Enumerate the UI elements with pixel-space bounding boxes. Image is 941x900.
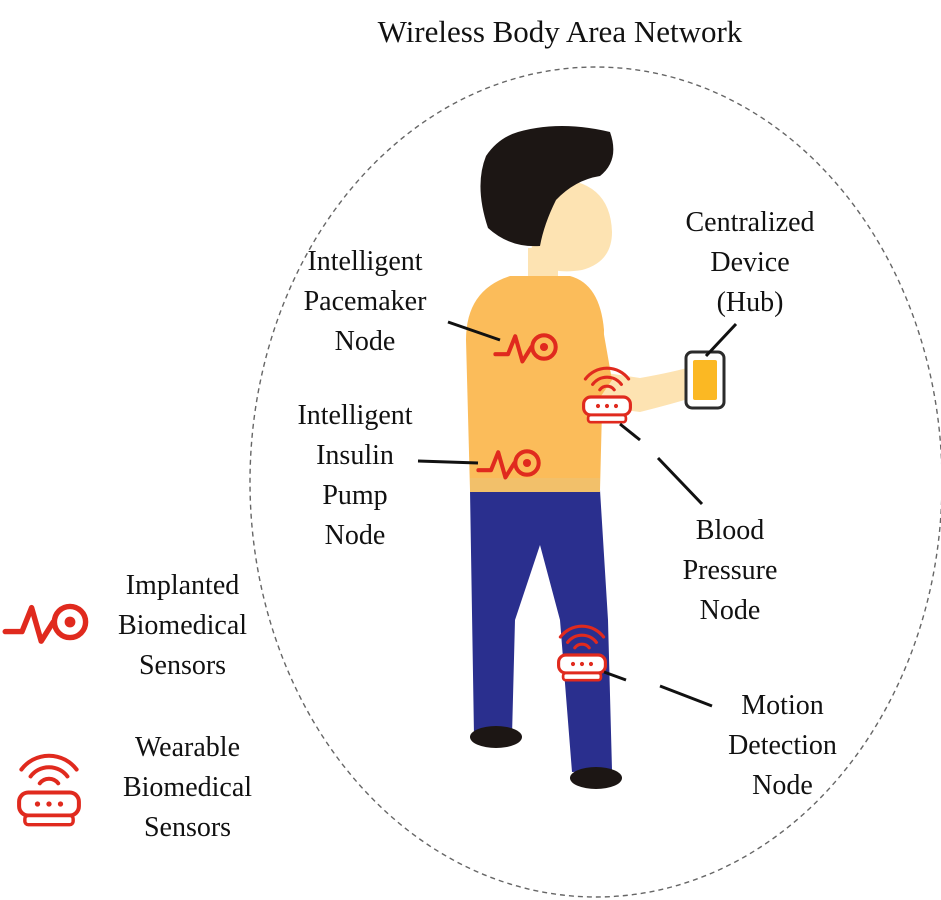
smartphone-icon bbox=[684, 350, 726, 410]
legend-implanted-label: Implanted Biomedical Sensors bbox=[95, 566, 270, 686]
shirt bbox=[466, 276, 604, 490]
hub-leader bbox=[704, 322, 738, 358]
label-line: Biomedical bbox=[122, 772, 253, 803]
legend-wearable-label: Wearable Biomedical Sensors bbox=[100, 728, 275, 848]
label-line: Sensors bbox=[143, 812, 232, 843]
blood-pressure-node-label: Blood Pressure Node bbox=[640, 511, 820, 631]
label-line: Centralized bbox=[685, 207, 815, 238]
hair bbox=[480, 126, 614, 247]
label-line: Intelligent bbox=[297, 400, 413, 431]
belt bbox=[470, 478, 600, 492]
label-line: Implanted bbox=[125, 570, 240, 601]
motion-leader-a bbox=[603, 670, 627, 682]
label-line: Pump bbox=[322, 480, 388, 511]
leader-lines bbox=[417, 320, 738, 708]
hub-label: Centralized Device (Hub) bbox=[655, 203, 845, 323]
bp-leader-b bbox=[656, 456, 704, 506]
label-line: Intelligent bbox=[307, 246, 423, 277]
label-line: Wearable bbox=[135, 732, 240, 763]
label-line: Motion bbox=[741, 690, 824, 721]
label-line: Detection bbox=[728, 730, 837, 761]
motion-detection-node-label: Motion Detection Node bbox=[700, 686, 865, 806]
bp-leader-a bbox=[619, 422, 641, 442]
person-figure bbox=[466, 126, 726, 789]
label-line: Node bbox=[324, 520, 386, 551]
network-boundary-ellipse bbox=[249, 66, 941, 898]
left-shoe bbox=[470, 726, 522, 748]
insulin-leader bbox=[417, 459, 479, 465]
pacemaker-leader bbox=[447, 320, 501, 342]
label-line: Node bbox=[752, 770, 813, 801]
label-line: (Hub) bbox=[716, 287, 784, 318]
label-line: Node bbox=[334, 326, 396, 357]
legend-implanted-icon bbox=[5, 606, 85, 641]
label-line: Blood bbox=[695, 515, 765, 546]
label-line: Sensors bbox=[138, 650, 227, 681]
pacemaker-node-label: Intelligent Pacemaker Node bbox=[270, 242, 460, 362]
motion-leader-b bbox=[659, 684, 713, 708]
label-line: Biomedical bbox=[117, 610, 248, 641]
sleeve bbox=[574, 300, 612, 412]
label-line: Pressure bbox=[682, 555, 778, 586]
label-line: Device bbox=[710, 247, 790, 278]
diagram-title: Wireless Body Area Network bbox=[377, 14, 743, 49]
right-shoe bbox=[570, 767, 622, 789]
label-line: Node bbox=[699, 595, 761, 626]
legend-wearable-icon bbox=[19, 756, 79, 825]
insulin-pump-node-label: Intelligent Insulin Pump Node bbox=[260, 396, 450, 556]
label-line: Pacemaker bbox=[303, 286, 427, 317]
pants bbox=[470, 490, 612, 772]
label-line: Insulin bbox=[316, 440, 394, 471]
